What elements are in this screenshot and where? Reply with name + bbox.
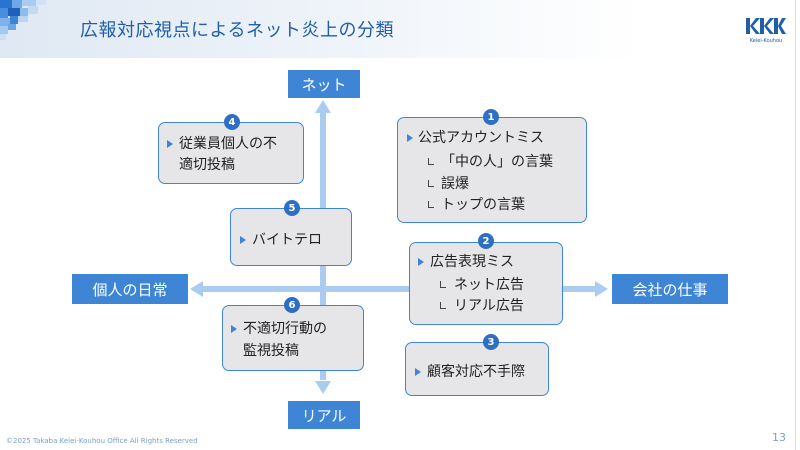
logo-text: Keiei-Kouhou [750, 38, 782, 44]
arrow-right-icon [595, 281, 608, 297]
box-1-item-1: 「中の人」の言葉 [441, 154, 553, 170]
axis-label-bottom: リアル [288, 401, 360, 429]
axis-label-right: 会社の仕事 [612, 274, 728, 304]
bullet-triangle-icon [231, 325, 237, 333]
category-box-1 [397, 117, 587, 223]
category-box-3 [405, 342, 549, 396]
number-badge-3: 3 [483, 334, 499, 350]
sub-item-marker-icon [428, 180, 434, 187]
axis-label-top: ネット [288, 70, 360, 98]
arrow-down-icon [315, 381, 331, 394]
sub-item-marker-icon [428, 201, 434, 208]
box-5-title: バイトテロ [252, 232, 322, 248]
category-box-4 [158, 122, 304, 184]
page-number: 13 [772, 431, 786, 444]
box-6-line-2: 監視投稿 [243, 343, 299, 359]
box-2-title: 広告表現ミス [430, 254, 514, 270]
number-badge-2: 2 [478, 233, 494, 249]
arrow-up-icon [315, 100, 331, 113]
box-1-item-3: トップの言葉 [441, 197, 525, 213]
box-2-item-1: ネット広告 [454, 277, 524, 293]
box-4-line-2: 適切投稿 [179, 157, 235, 173]
copyright-text: ©2025 Takaba Keiei-Kouhou Office All Rig… [6, 437, 198, 445]
header-band: 広報対応視点によるネット炎上の分類 Keiei-Kouhou [0, 0, 800, 58]
bullet-triangle-icon [415, 368, 421, 376]
box-3-title: 顧客対応不手際 [427, 364, 525, 380]
box-2-item-2: リアル広告 [454, 298, 524, 314]
box-6-line-1: 不適切行動の [243, 321, 327, 337]
sub-item-marker-icon [428, 158, 434, 165]
box-4-line-1: 従業員個人の不 [179, 136, 277, 152]
sub-item-marker-icon [440, 281, 446, 288]
number-badge-4: 4 [224, 114, 240, 130]
company-logo: Keiei-Kouhou [746, 18, 786, 44]
bullet-triangle-icon [418, 258, 424, 266]
sub-item-marker-icon [440, 302, 446, 309]
box-1-item-2: 誤爆 [441, 176, 469, 192]
arrow-left-icon [190, 281, 203, 297]
number-badge-1: 1 [483, 109, 499, 125]
category-box-2 [409, 242, 563, 325]
page-title: 広報対応視点によるネット炎上の分類 [80, 20, 394, 41]
mosaic-decoration [0, 0, 46, 40]
bullet-triangle-icon [167, 140, 173, 148]
right-frame-line [795, 0, 796, 450]
bullet-triangle-icon [407, 134, 413, 142]
axis-label-left: 個人の日常 [72, 274, 188, 304]
box-1-title: 公式アカウントミス [418, 130, 544, 146]
category-box-6 [222, 305, 364, 371]
number-badge-5: 5 [284, 200, 300, 216]
bullet-triangle-icon [240, 236, 246, 244]
number-badge-6: 6 [284, 297, 300, 313]
